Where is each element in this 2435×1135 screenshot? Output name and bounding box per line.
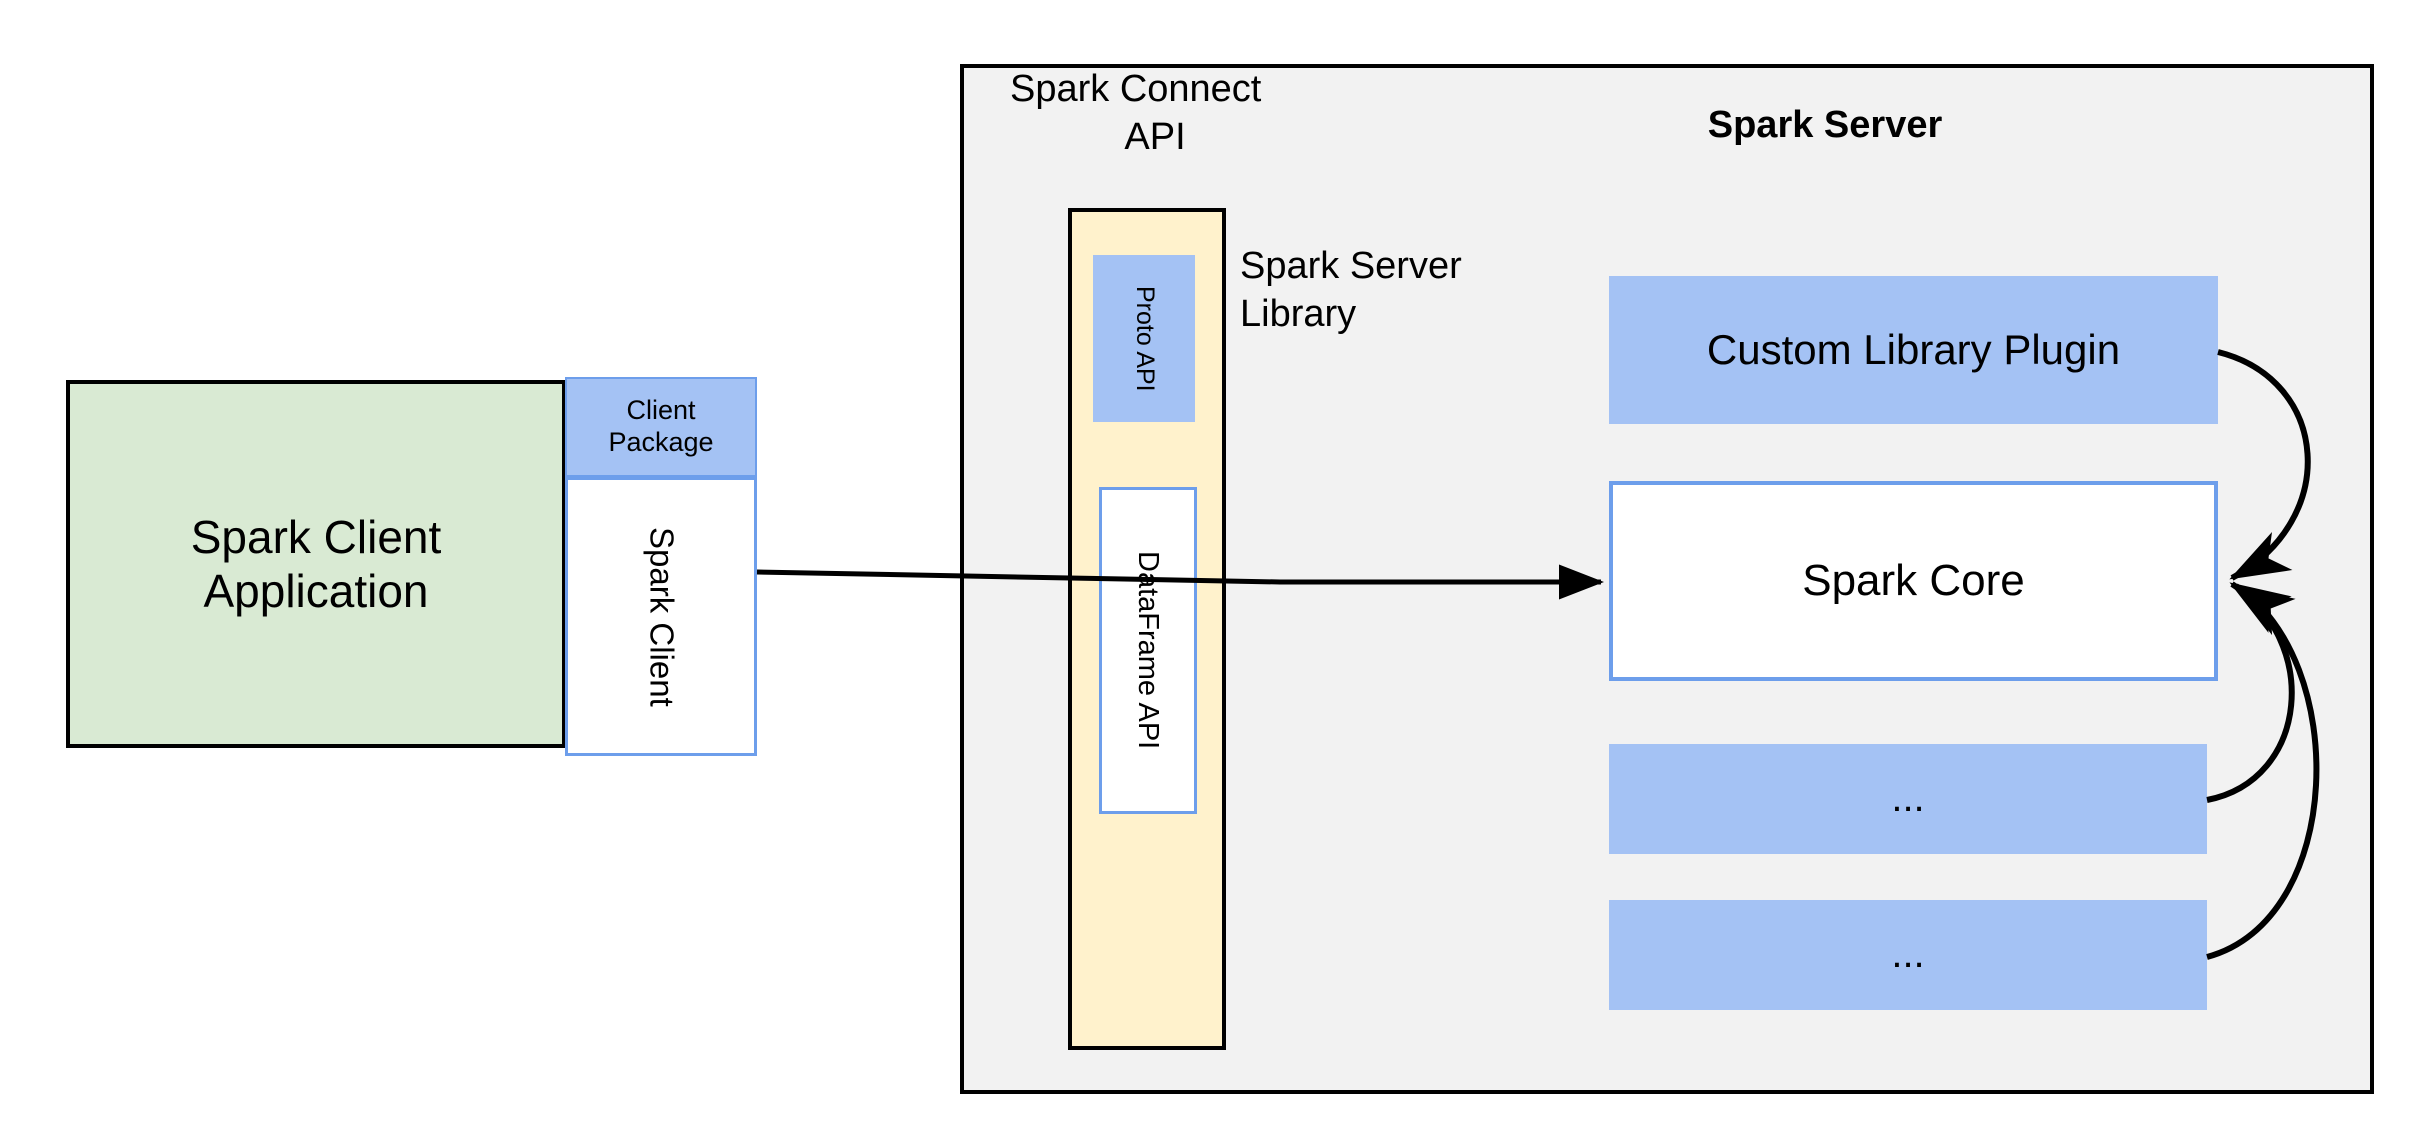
client-package-label: Client Package <box>608 395 714 457</box>
spark-server-library-label-line1: Spark Server <box>1240 245 1462 287</box>
ellipsis-box-two[interactable]: ... <box>1609 900 2207 1010</box>
dataframe-api-box[interactable]: DataFrame API <box>1099 487 1197 814</box>
custom-library-plugin-label: Custom Library Plugin <box>1706 326 2121 374</box>
client-package-box[interactable]: Client Package <box>565 377 757 477</box>
proto-api-box[interactable]: Proto API <box>1093 255 1195 422</box>
spark-client-application-label: Spark Client Application <box>190 510 442 617</box>
spark-core-label: Spark Core <box>1802 556 2025 606</box>
dataframe-api-label: DataFrame API <box>1132 551 1165 750</box>
spark-connect-api-label-line1: Spark Connect <box>1010 68 1262 110</box>
ellipsis-box-one[interactable]: ... <box>1609 744 2207 854</box>
custom-library-plugin-box[interactable]: Custom Library Plugin <box>1609 276 2218 424</box>
ellipsis-box-one-label: ... <box>1891 776 1925 821</box>
spark-client-label: Spark Client <box>643 526 681 707</box>
spark-server-library-label-line2: Library <box>1240 292 1357 335</box>
spark-client-application-box[interactable]: Spark Client Application <box>66 380 566 748</box>
spark-client-box[interactable]: Spark Client <box>565 477 757 756</box>
ellipsis-box-two-label: ... <box>1891 932 1925 977</box>
spark-connect-api-label: Spark Connect API <box>1010 66 1300 158</box>
spark-connect-api-label-line2: API <box>1124 115 1186 158</box>
spark-server-title: Spark Server <box>1707 103 1943 146</box>
proto-api-label: Proto API <box>1130 285 1159 392</box>
spark-core-box[interactable]: Spark Core <box>1609 481 2218 681</box>
spark-server-library-label: Spark Server Library <box>1240 243 1530 343</box>
